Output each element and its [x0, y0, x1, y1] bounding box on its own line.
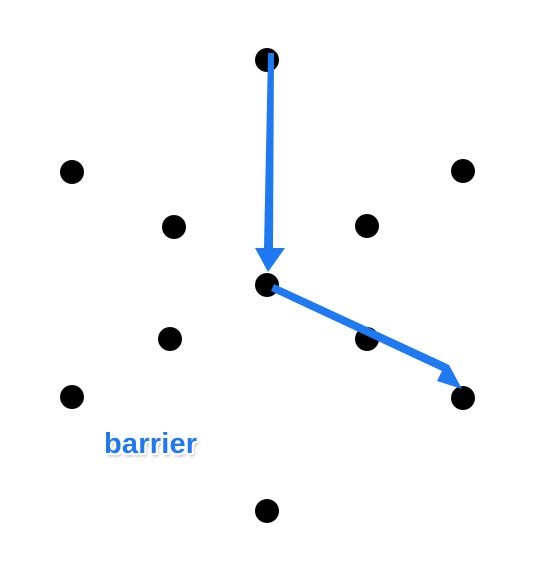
arrow-top-to-center: [255, 53, 285, 272]
dot-inner-upper-left: [162, 215, 186, 239]
dot-inner-upper-right: [355, 214, 379, 238]
dot-top: [255, 48, 279, 72]
arrow-center-to-lower-right: [271, 284, 462, 389]
dot-upper-right: [451, 159, 475, 183]
dot-lower-right: [451, 386, 475, 410]
dot-inner-lower-left: [158, 327, 182, 351]
arrows-layer: [255, 53, 462, 389]
dot-upper-left: [60, 160, 84, 184]
dot-lower-left: [60, 385, 84, 409]
dot-bottom: [255, 499, 279, 523]
barrier-label: barrier: [104, 428, 198, 460]
